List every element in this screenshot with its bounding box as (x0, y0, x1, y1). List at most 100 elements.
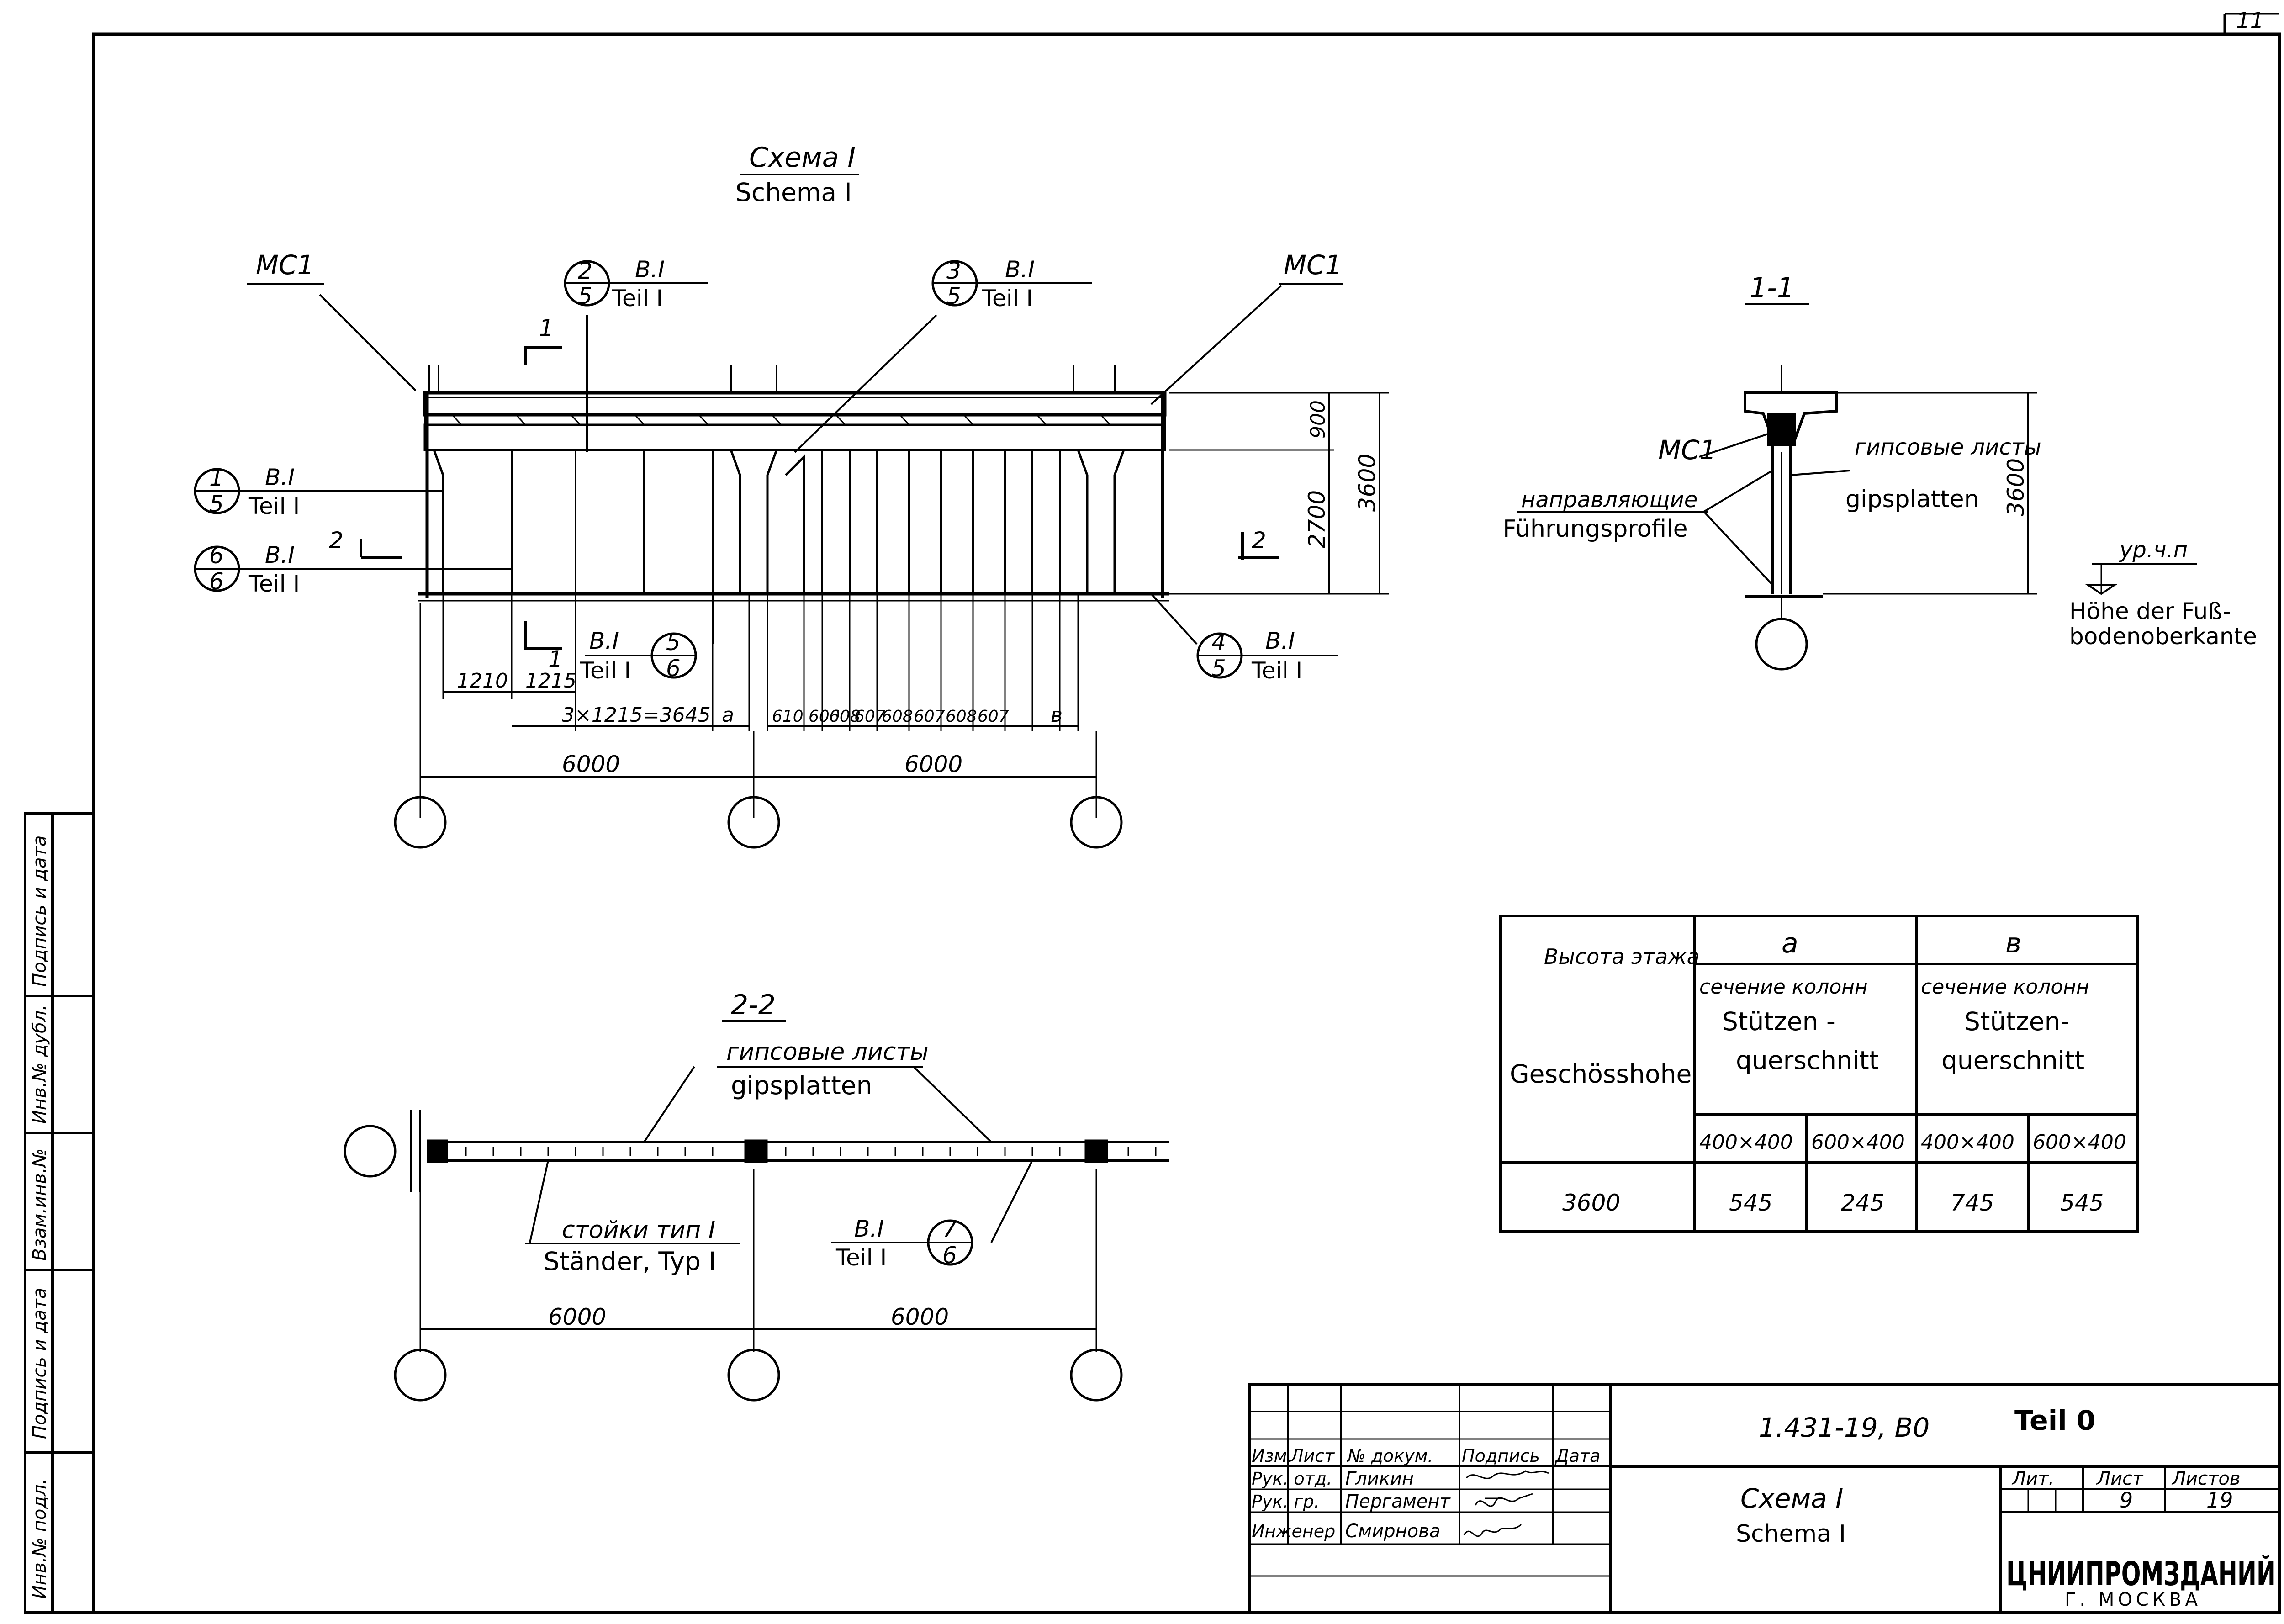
tb-col-date: Дата (1554, 1446, 1600, 1466)
tb-sheets-label: Листов (2171, 1468, 2240, 1489)
section-mark-1-top: 1 (539, 315, 554, 341)
dim-1210: 1210 (457, 669, 508, 693)
tb-sheet-title-de: Schema I (1736, 1520, 1846, 1548)
dim-600: 600 (809, 707, 840, 726)
dim-608-c: 608 (946, 707, 977, 726)
schema-title-ru: Схема I (749, 142, 856, 174)
tb-lit-label: Лит. (2011, 1468, 2054, 1489)
callout-3-bi: B.I (1005, 256, 1035, 283)
tb-col-izm: Изм. (1252, 1446, 1292, 1466)
dim-3x1215: 3×1215=3645 (562, 704, 711, 727)
stamp-sign-date-1: Подпись и дата (29, 1288, 50, 1439)
tb-name-1: Гликин (1345, 1468, 1414, 1489)
elevation-drawing (247, 283, 1389, 849)
side-stamp (24, 812, 95, 1614)
section-1-1-level: ур.ч.п (2119, 537, 2188, 563)
callout-7-bottom: 6 (942, 1242, 957, 1269)
table-value-4: 545 (2060, 1190, 2104, 1216)
section-1-1-guide-ru: направляющие (1521, 487, 1697, 513)
table-row-height: 3600 (1562, 1190, 1620, 1216)
title-block (1248, 1383, 2281, 1614)
dim-span-1: 6000 (562, 751, 620, 778)
table-col-b: в (2005, 927, 2021, 959)
dim-607-a: 607 (854, 707, 886, 726)
table-height-de: Geschösshohe (1510, 1059, 1692, 1089)
dim-608-a: 608 (829, 707, 861, 726)
section-2-2-stud-ru: стойки тип I (562, 1217, 715, 1244)
table-sec-de1-b: Stützen- (1964, 1007, 2069, 1036)
callout-2-5: 2 5 В.I Teil I (564, 256, 708, 312)
table-size-2: 600×400 (1811, 1131, 1905, 1154)
callout-4-teil: Teil I (1251, 657, 1302, 684)
table-value-3: 745 (1951, 1190, 1994, 1216)
table-size-1: 400×400 (1699, 1131, 1793, 1154)
tb-col-list: Лист (1290, 1446, 1335, 1466)
stamp-vzam-inv: Взам.инв.№ (29, 1148, 50, 1261)
section-2-2-gips-de: gipsplatten (731, 1071, 872, 1100)
section-1-1-floor-de-1: Höhe der Fuß- (2069, 598, 2231, 624)
callout-1-bottom: 5 (209, 491, 224, 517)
height-table (1499, 915, 2139, 1233)
section-2-2-gips-ru: гипсовые листы (726, 1038, 929, 1066)
section-1-1-height: 3600 (2003, 458, 2029, 516)
table-sec-ru-a: сечение колонн (1699, 975, 1868, 999)
table-sec-de1-a: Stützen - (1722, 1007, 1835, 1036)
table-height-ru: Высота этажа (1544, 944, 1700, 969)
callout-5-6: 5 6 В.I Teil I (580, 628, 697, 684)
dim-2700: 2700 (1304, 490, 1330, 548)
sheet-frame (92, 13, 2281, 1614)
tb-signatures (1463, 1470, 1549, 1537)
stamp-inv-dubl: Инв.№ дубл. (29, 1005, 50, 1124)
table-sec-de2-b: querschnitt (1941, 1046, 2084, 1075)
tb-sheet-label: Лист (2096, 1468, 2144, 1489)
tb-role-3: Инженер (1252, 1521, 1335, 1541)
tb-role-1: Рук. отд. (1252, 1469, 1332, 1489)
callout-1-top: 1 (209, 465, 224, 491)
callout-1-bi: В.I (265, 464, 295, 491)
callout-2-bottom: 5 (578, 283, 592, 309)
tb-sheet-no: 9 (2120, 1488, 2133, 1513)
callout-5-teil: Teil I (580, 657, 631, 684)
section-2-2-span-2: 6000 (891, 1304, 949, 1330)
callout-6-6: 6 6 В.I Teil I (194, 542, 347, 597)
callout-4-5: 4 5 B.I Teil I (1196, 628, 1338, 684)
callout-1-5: 1 5 В.I Teil I (194, 464, 347, 519)
schema-title-de: Schema I (735, 178, 852, 207)
section-1-1-title: 1-1 (1750, 272, 1794, 304)
callout-7-bi: В.I (854, 1216, 884, 1242)
callout-6-bi: В.I (265, 542, 295, 568)
tb-role-2: Рук. гр. (1252, 1492, 1320, 1512)
table-value-2: 245 (1841, 1190, 1884, 1216)
callout-7-top: 7 (942, 1216, 957, 1243)
callout-1-teil: Teil I (248, 493, 300, 519)
callout-2-top: 2 (578, 258, 592, 284)
dim-b: в (1051, 704, 1063, 727)
dim-span-2: 6000 (904, 751, 962, 778)
section-2-2-title: 2-2 (731, 989, 776, 1021)
stamp-sign-date-2: Подпись и дата (29, 836, 50, 987)
table-size-3: 400×400 (1921, 1131, 2014, 1154)
tb-org: ЦНИИПРОМЗДАНИЙ (2006, 1555, 2276, 1593)
page-number: 11 (2236, 8, 2264, 34)
table-sec-de2-a: querschnitt (1736, 1046, 1879, 1075)
callout-6-top: 6 (209, 542, 224, 569)
callout-5-bottom: 6 (666, 655, 681, 682)
section-mark-2-right: 2 (1252, 527, 1266, 554)
dim-900: 900 (1306, 400, 1330, 439)
callout-5-top: 5 (666, 629, 681, 656)
section-1-1-gips-de: gipsplatten (1845, 486, 1979, 513)
section-2-2-drawing (344, 1066, 1169, 1402)
tb-col-doc: № докум. (1347, 1446, 1433, 1466)
section-1-1-mc1: МС1 (1658, 434, 1716, 466)
callout-4-bi: B.I (1265, 628, 1295, 654)
mc1-right-label: МС1 (1284, 249, 1342, 280)
callout-6-bottom: 6 (209, 568, 224, 595)
callout-3-5: 3 5 B.I Teil I (931, 256, 1092, 312)
callout-7-teil: Teil I (835, 1244, 887, 1271)
tb-name-3: Смирнова (1345, 1521, 1440, 1542)
tb-col-sign: Подпись (1462, 1446, 1540, 1466)
dim-607-b: 607 (914, 707, 945, 726)
callout-7-6: 7 6 В.I Teil I (831, 1216, 973, 1271)
section-mark-2-left: 2 (329, 527, 344, 554)
